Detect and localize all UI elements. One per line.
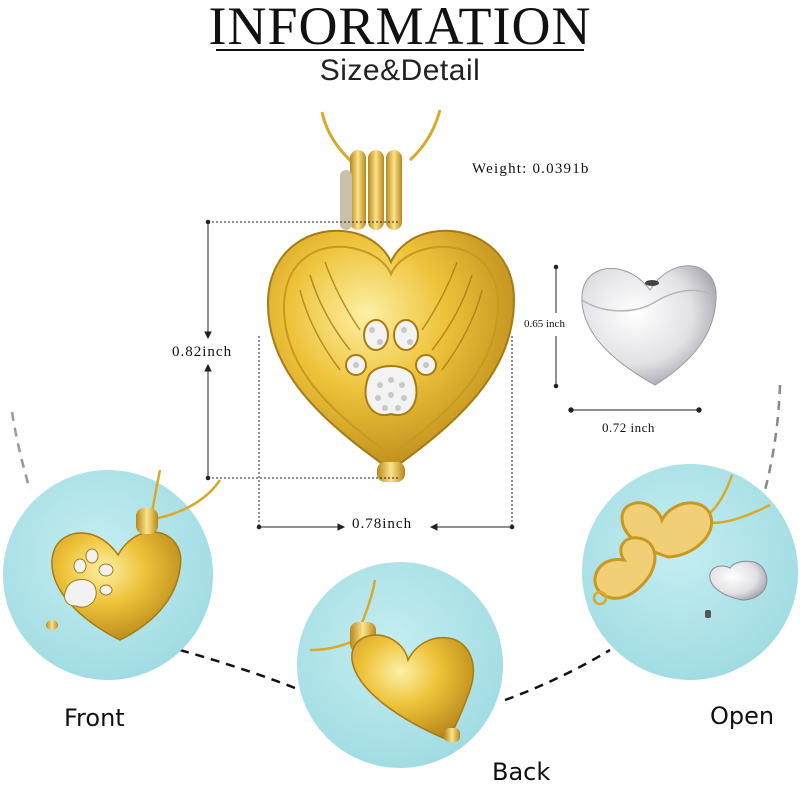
chain <box>320 109 442 164</box>
pendant-height-label: 0.82inch <box>172 344 233 360</box>
open-view-circle <box>582 464 798 680</box>
paw-icon <box>345 319 437 417</box>
pendant-width-label: 0.78inch <box>352 516 413 532</box>
back-view-circle <box>297 562 503 768</box>
crystal-dots <box>353 327 429 411</box>
front-view-circle <box>3 469 222 680</box>
silver-insert-heart <box>581 265 717 386</box>
title-underline <box>216 49 584 51</box>
height-dimension <box>204 219 400 481</box>
open-view-label: Open <box>710 702 775 730</box>
back-view-label: Back <box>492 758 551 786</box>
weight-label: Weight: 0.0391b <box>472 161 590 177</box>
insert-width-label: 0.72 inch <box>602 420 655 435</box>
page-title: INFORMATION <box>208 0 592 56</box>
front-view-label: Front <box>64 704 125 732</box>
width-dimension <box>256 336 515 531</box>
insert-height-label: 0.65 inch <box>524 318 565 330</box>
insert-dimensions <box>553 264 702 413</box>
dashed-arc-connector <box>10 384 782 702</box>
pendant-bail <box>340 150 402 230</box>
main-heart-pendant <box>266 229 516 482</box>
page-subtitle: Size&Detail <box>319 54 481 87</box>
